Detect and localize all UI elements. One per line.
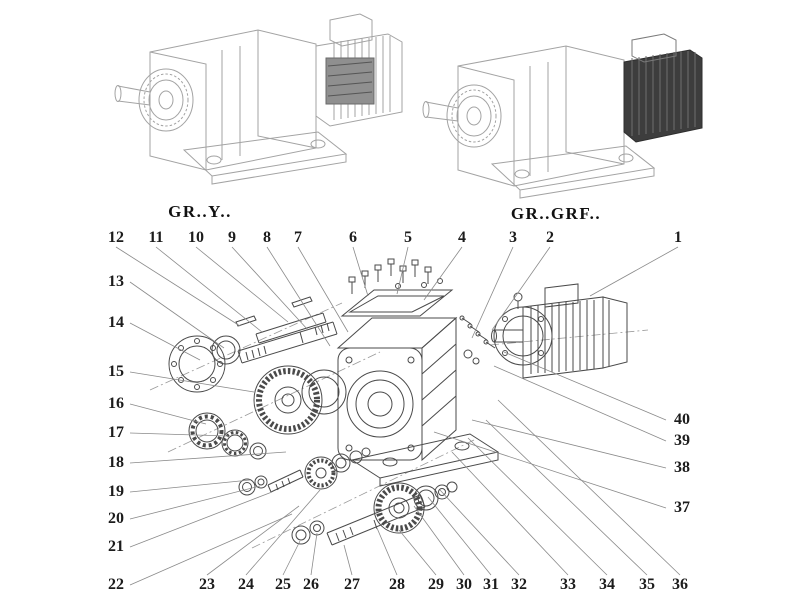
part-callout-16: 16 xyxy=(108,395,124,412)
assembled-view-gr-grf xyxy=(422,33,703,199)
part-callout-12: 12 xyxy=(108,229,124,246)
part-callout-4: 4 xyxy=(458,229,466,246)
part-callout-11: 11 xyxy=(148,229,164,246)
part-callout-22: 22 xyxy=(108,576,124,593)
part-callout-23: 23 xyxy=(199,576,215,593)
leader-line-32 xyxy=(439,489,520,576)
leader-line-1 xyxy=(589,246,679,297)
leader-line-12 xyxy=(115,246,241,327)
part-callout-33: 33 xyxy=(560,576,576,593)
leader-line-7 xyxy=(297,246,349,333)
leader-line-16 xyxy=(129,403,207,425)
leader-line-40 xyxy=(503,351,667,421)
part-callout-1: 1 xyxy=(674,229,682,246)
part-callout-34: 34 xyxy=(599,576,615,593)
leader-line-39 xyxy=(493,365,667,442)
gears-and-bearings xyxy=(168,335,347,460)
variant-label-gr-y: GR..Y.. xyxy=(168,202,232,221)
part-callout-38: 38 xyxy=(674,459,690,476)
part-callout-3: 3 xyxy=(509,229,517,246)
part-callout-37: 37 xyxy=(674,499,690,516)
leader-line-33 xyxy=(451,451,569,576)
part-callout-19: 19 xyxy=(108,483,124,500)
part-callout-26: 26 xyxy=(303,576,319,593)
output-shaft-parts xyxy=(238,447,458,546)
part-callout-7: 7 xyxy=(294,229,302,246)
leader-line-5 xyxy=(396,246,409,295)
leader-line-4 xyxy=(423,246,463,301)
leader-line-35 xyxy=(485,419,648,576)
leader-line-26 xyxy=(310,532,318,576)
part-callout-30: 30 xyxy=(456,576,472,593)
leader-line-24 xyxy=(245,489,321,576)
leader-line-23 xyxy=(206,505,300,576)
part-callout-13: 13 xyxy=(108,273,124,290)
leader-line-3 xyxy=(471,246,514,339)
leader-line-6 xyxy=(352,246,369,297)
leader-line-14 xyxy=(129,322,201,361)
leader-line-22 xyxy=(129,513,293,586)
leader-line-37 xyxy=(433,431,667,509)
part-callout-14: 14 xyxy=(108,314,124,331)
leader-line-19 xyxy=(129,479,251,493)
leader-line-38 xyxy=(471,419,667,469)
part-callout-25: 25 xyxy=(275,576,291,593)
part-callout-32: 32 xyxy=(511,576,527,593)
part-callout-6: 6 xyxy=(349,229,357,246)
part-callout-29: 29 xyxy=(428,576,444,593)
leader-line-31 xyxy=(427,496,492,576)
part-callout-15: 15 xyxy=(108,363,124,380)
leader-line-27 xyxy=(343,544,353,576)
input-shaft-parts xyxy=(235,296,338,364)
part-callout-27: 27 xyxy=(344,576,360,593)
part-callout-28: 28 xyxy=(389,576,405,593)
part-callout-9: 9 xyxy=(228,229,236,246)
leader-line-11 xyxy=(155,246,263,333)
leader-line-25 xyxy=(282,540,301,576)
leader-line-28 xyxy=(376,527,398,576)
leader-line-8 xyxy=(266,246,331,347)
part-callout-17: 17 xyxy=(108,424,124,441)
part-callout-31: 31 xyxy=(483,576,499,593)
part-callout-40: 40 xyxy=(674,411,690,428)
gear-housing xyxy=(336,316,500,487)
part-callout-39: 39 xyxy=(674,432,690,449)
leader-line-18 xyxy=(129,451,287,464)
assembled-view-gr-y xyxy=(114,13,403,185)
part-callout-24: 24 xyxy=(238,576,254,593)
leader-line-13 xyxy=(129,281,225,349)
leader-line-17 xyxy=(129,432,229,437)
leader-line-15 xyxy=(129,371,255,393)
leader-line-29 xyxy=(398,529,437,576)
part-callout-10: 10 xyxy=(188,229,204,246)
leader-line-2 xyxy=(491,246,551,331)
leader-line-30 xyxy=(413,505,465,576)
leader-line-10 xyxy=(195,246,289,323)
leader-lines xyxy=(115,246,681,586)
part-callout-21: 21 xyxy=(108,538,124,555)
leader-line-36 xyxy=(497,399,681,576)
cover-plate-and-bolts xyxy=(340,258,454,317)
part-callout-35: 35 xyxy=(639,576,655,593)
leader-line-21 xyxy=(129,491,273,548)
part-callout-5: 5 xyxy=(404,229,412,246)
part-callout-18: 18 xyxy=(108,454,124,471)
part-callout-36: 36 xyxy=(672,576,688,593)
part-callout-8: 8 xyxy=(263,229,271,246)
leader-line-9 xyxy=(231,246,309,331)
part-callout-20: 20 xyxy=(108,510,124,527)
leader-line-20 xyxy=(129,485,261,520)
motor xyxy=(459,283,628,379)
leader-line-34 xyxy=(467,437,608,576)
part-callout-2: 2 xyxy=(546,229,554,246)
variant-label-gr-grf: GR..GRF.. xyxy=(510,204,602,223)
